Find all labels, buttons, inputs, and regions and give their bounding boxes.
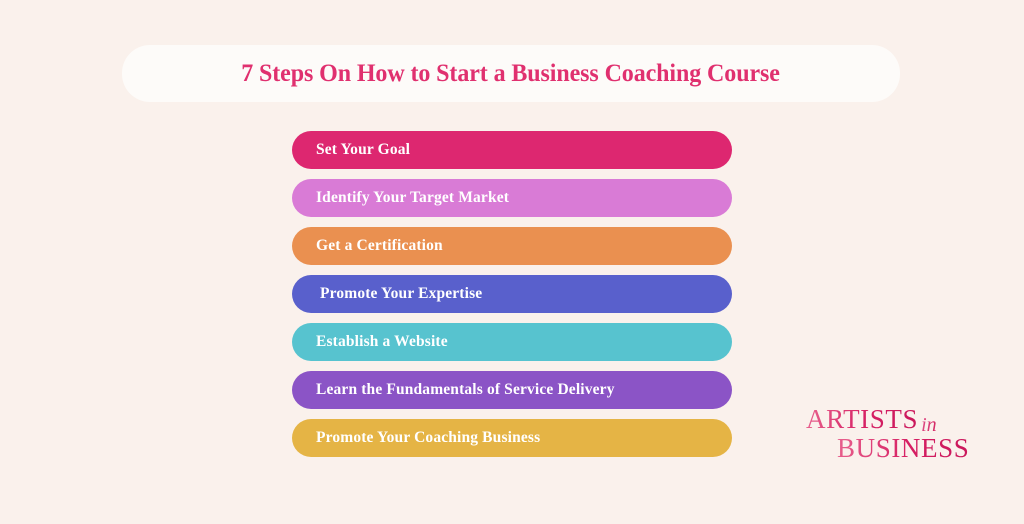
- step-bar: Establish a Website: [292, 323, 732, 361]
- step-bar: Set Your Goal: [292, 131, 732, 169]
- logo-word-artists: ARTISTS: [806, 404, 919, 434]
- logo-line-two: BUSINESS: [837, 435, 969, 462]
- step-bar: Learn the Fundamentals of Service Delive…: [292, 371, 732, 409]
- step-label: Set Your Goal: [316, 141, 411, 158]
- title-card: 7 Steps On How to Start a Business Coach…: [122, 45, 900, 102]
- page-title: 7 Steps On How to Start a Business Coach…: [241, 59, 781, 87]
- step-label: Get a Certification: [316, 237, 443, 254]
- step-label: Learn the Fundamentals of Service Delive…: [316, 381, 615, 398]
- step-label: Promote Your Coaching Business: [316, 429, 541, 446]
- step-bar: Get a Certification: [292, 227, 732, 265]
- step-label: Establish a Website: [316, 333, 448, 350]
- step-label: Promote Your Expertise: [320, 285, 483, 302]
- step-bar: Promote Your Coaching Business: [292, 419, 732, 457]
- step-bar: Identify Your Target Market: [292, 179, 732, 217]
- step-bar: Promote Your Expertise: [292, 275, 732, 313]
- logo-word-business: BUSINESS: [837, 433, 970, 463]
- logo-word-in: in: [921, 414, 937, 436]
- step-label: Identify Your Target Market: [316, 189, 510, 206]
